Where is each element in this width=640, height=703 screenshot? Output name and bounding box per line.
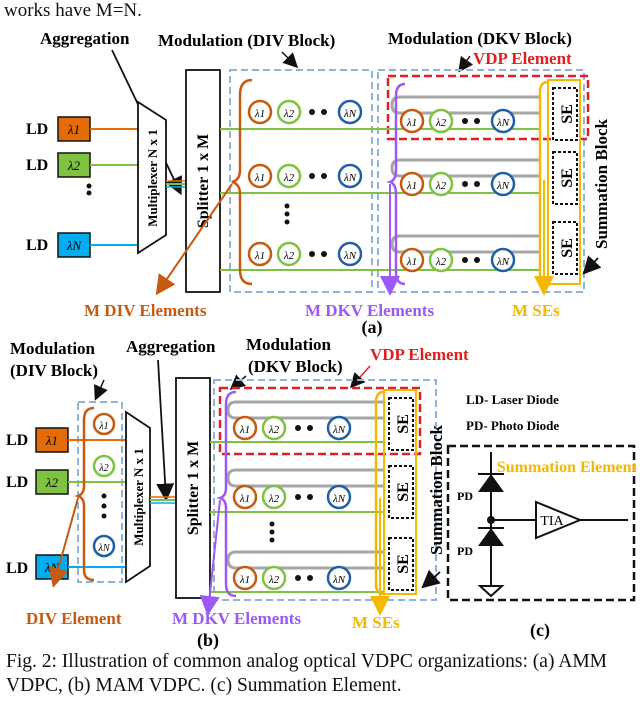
a-m-dkv-label: M DKV Elements (305, 301, 434, 320)
svg-text:LD: LD (6, 560, 28, 577)
svg-text:λN: λN (496, 117, 510, 129)
svg-text:λ1: λ1 (406, 256, 417, 268)
svg-text:(b): (b) (197, 630, 219, 651)
a-div-block (229, 69, 373, 293)
top-text: works have M=N. (4, 0, 142, 21)
svg-text:PD: PD (457, 489, 473, 503)
a-splitter (185, 69, 221, 293)
a-dkv-rings: λ1 λ2 λN λ1 λ2 λN λ1 λ2 λN (399, 108, 516, 273)
a-vdp-box (386, 74, 590, 141)
a-splitter-label: Splitter 1 x M (195, 134, 212, 228)
svg-text:λ2: λ2 (268, 424, 280, 436)
svg-text:M DKV Elements: M DKV Elements (172, 609, 301, 628)
b-modulation-label: Modulation (10, 339, 96, 358)
b-dkv-rings: λ1 λ2 λN λ1 λ2 λN λ1 λ2 λN (232, 415, 352, 591)
a-modulation-dkv-label: Modulation (DKV Block) (388, 29, 572, 48)
svg-text:TIA: TIA (540, 514, 564, 529)
svg-text:λ2: λ2 (283, 250, 295, 262)
a-div-rings: λ1 λ2 λN λ1 λ2 λN λ1 λ2 λN (247, 99, 363, 267)
svg-text:λN: λN (97, 543, 110, 554)
b-modulation-dkv-label-2: (DKV Block) (248, 357, 343, 376)
svg-text:λ2: λ2 (435, 180, 447, 192)
svg-text:λ2: λ2 (268, 574, 280, 586)
a-modulation-div-label: Modulation (DIV Block) (158, 31, 335, 50)
a-m-ses-label: M SEs (512, 301, 560, 320)
svg-text:λ1: λ1 (45, 433, 58, 448)
svg-text:SE: SE (559, 168, 576, 188)
svg-text:λN: λN (343, 250, 357, 262)
svg-text:Summation Block: Summation Block (427, 425, 446, 555)
a-aggregation-label: Aggregation (40, 29, 130, 48)
panel-a: Aggregation Modulation (DIV Block) Modul… (26, 29, 611, 338)
svg-text:SE: SE (559, 238, 576, 258)
a-ldn-lambda: λN (66, 238, 83, 253)
a-ld2-label: LD (26, 157, 48, 174)
b-modulation-dkv-label-1: Modulation (246, 335, 332, 354)
svg-text:M SEs: M SEs (352, 613, 400, 632)
svg-text:λ2: λ2 (283, 108, 295, 120)
svg-text:λ1: λ1 (98, 421, 108, 432)
a-m-div-label: M DIV Elements (84, 301, 207, 320)
a-dkv-block (377, 69, 585, 293)
figure-caption: Fig. 2: Illustration of common analog op… (6, 651, 608, 696)
a-ldn-label: LD (26, 237, 48, 254)
svg-text:λN: λN (332, 574, 346, 586)
svg-text:SE: SE (395, 414, 412, 434)
svg-text:LD: LD (6, 432, 28, 449)
svg-text:λN: λN (343, 108, 357, 120)
svg-text:λ1: λ1 (239, 574, 250, 586)
b-vdp-label: VDP Element (370, 345, 469, 364)
svg-text:LD: LD (6, 474, 28, 491)
svg-text:λ1: λ1 (406, 180, 417, 192)
svg-text:λ2: λ2 (435, 256, 447, 268)
a-div-brace (231, 78, 253, 286)
svg-text:λN: λN (496, 180, 510, 192)
a-multiplexer-label: Multiplexer N x 1 (145, 129, 160, 227)
svg-text:λ2: λ2 (435, 117, 447, 129)
svg-text:PD- Photo Diode: PD- Photo Diode (466, 418, 559, 433)
svg-text:λ2: λ2 (98, 463, 108, 474)
a-dkv-pointer (458, 55, 474, 73)
panel-c: LD- Laser Diode PD- Photo Diode Summatio… (446, 392, 640, 641)
a-vdp-label: VDP Element (473, 49, 572, 68)
svg-text:λN: λN (332, 493, 346, 505)
a-se-column: SE SE SE (547, 79, 581, 285)
b-aggregation-label: Aggregation (126, 337, 216, 356)
svg-text:Summation Element (SE): Summation Element (SE) (497, 459, 640, 476)
svg-text:λ1: λ1 (254, 108, 265, 120)
svg-text:SE: SE (559, 104, 576, 124)
svg-text:λN: λN (496, 256, 510, 268)
a-multiplexer (137, 100, 167, 255)
svg-text:Splitter 1 x M: Splitter 1 x M (185, 441, 202, 535)
a-ld1-lambda: λ1 (67, 122, 80, 137)
b-div-block-label: (DIV Block) (10, 361, 98, 380)
svg-text:λ1: λ1 (406, 117, 417, 129)
svg-text:λ1: λ1 (254, 172, 265, 184)
svg-text:Multiplexer N x 1: Multiplexer N x 1 (131, 448, 146, 546)
a-ld2-box (57, 152, 91, 178)
svg-text:PD: PD (457, 544, 473, 558)
svg-text:SE: SE (395, 482, 412, 502)
a-ld2-lambda: λ2 (67, 158, 81, 173)
a-ld1-label: LD (26, 121, 48, 138)
svg-text:λ2: λ2 (283, 172, 295, 184)
svg-text:(c): (c) (530, 620, 550, 641)
a-panel-label: (a) (362, 317, 383, 338)
svg-text:λ1: λ1 (239, 424, 250, 436)
a-div-pointer (281, 51, 299, 69)
svg-text:λN: λN (343, 172, 357, 184)
svg-text:λ1: λ1 (239, 493, 250, 505)
svg-text:LD- Laser Diode: LD- Laser Diode (466, 392, 559, 407)
svg-text:λ1: λ1 (254, 250, 265, 262)
svg-text:DIV Element: DIV Element (26, 609, 122, 628)
svg-text:λN: λN (332, 424, 346, 436)
panel-b: Modulation (DIV Block) Aggregation Modul… (6, 335, 469, 651)
svg-text:SE: SE (395, 554, 412, 574)
svg-text:λ2: λ2 (268, 493, 280, 505)
a-summation-block-label: Summation Block (592, 119, 611, 249)
svg-text:λ2: λ2 (45, 475, 59, 490)
